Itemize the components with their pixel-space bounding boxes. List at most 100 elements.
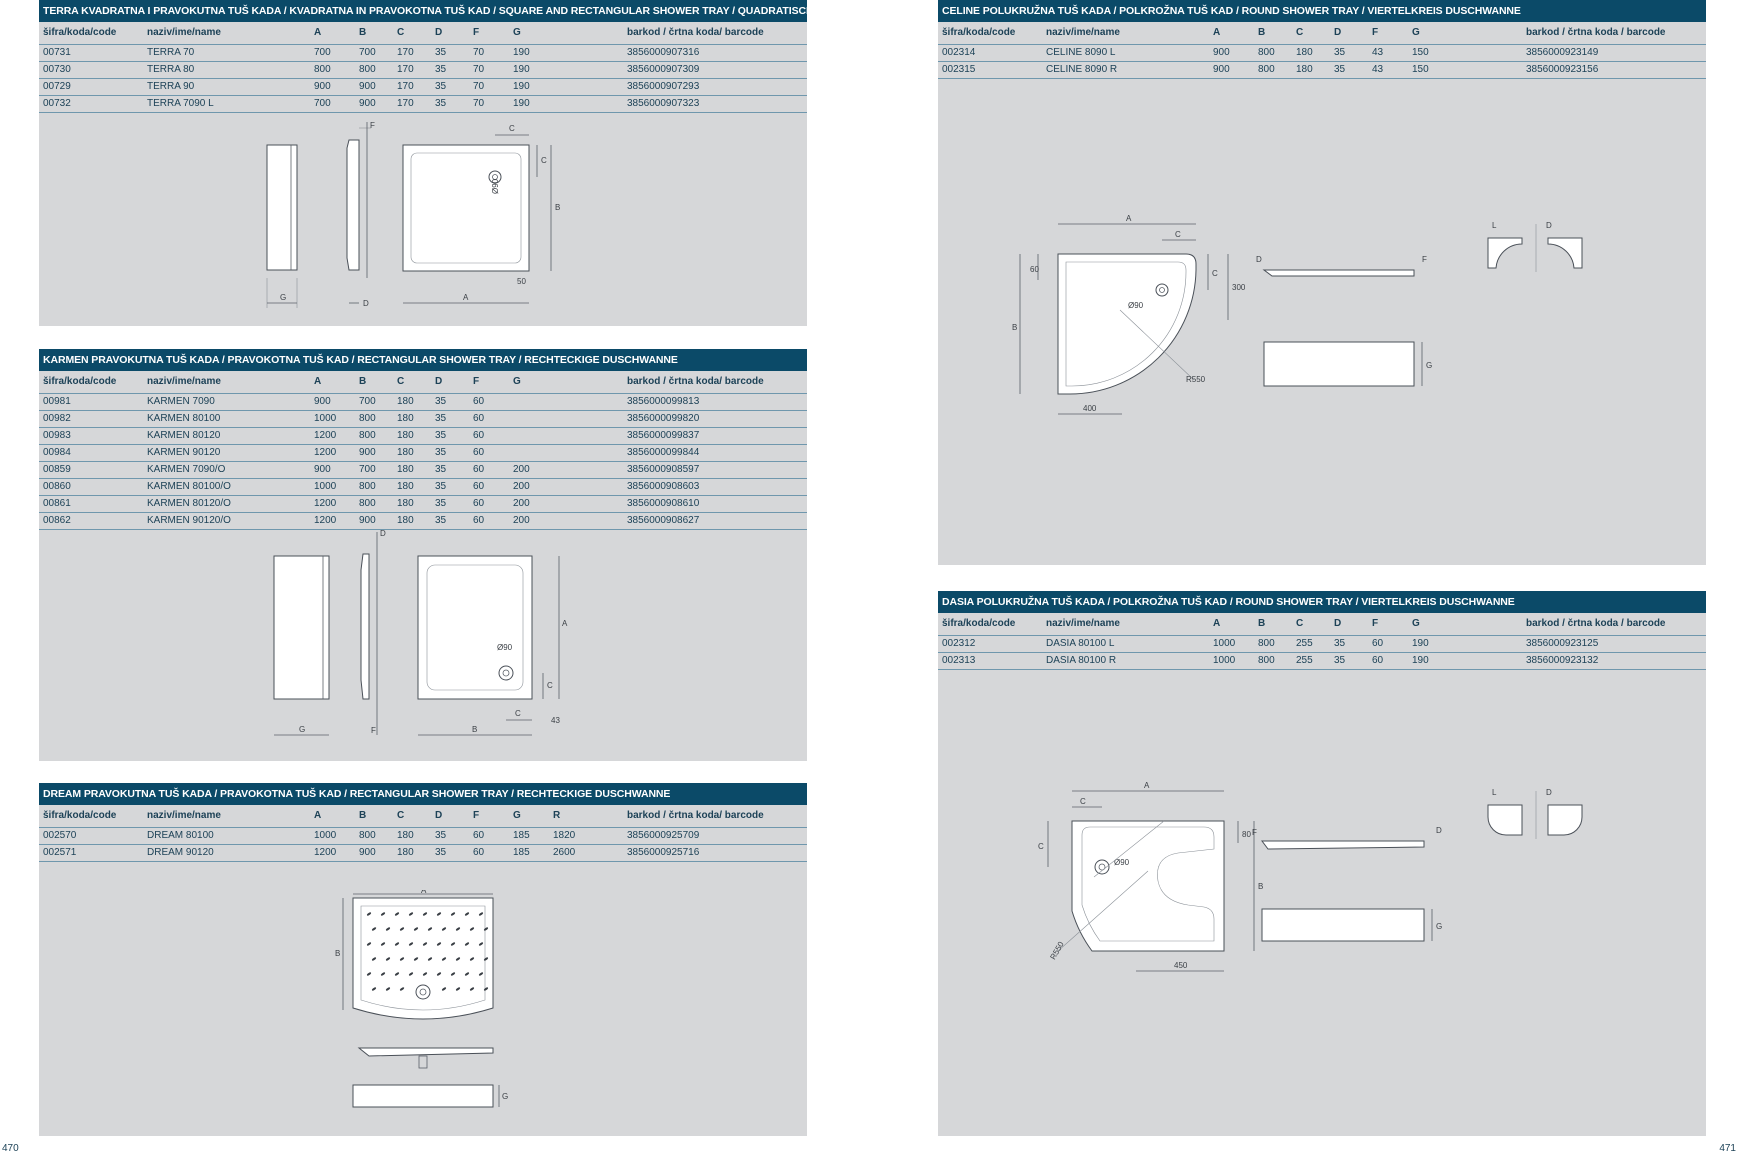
table-cell: 1200 — [314, 847, 337, 858]
karmen-section: KARMEN PRAVOKUTNA TUŠ KADA / PRAVOKOTNA … — [39, 349, 807, 761]
table-cell: 35 — [435, 447, 447, 458]
table-cell: 900 — [359, 447, 376, 458]
table-cell: 35 — [1334, 655, 1346, 666]
texture-dot — [469, 957, 475, 961]
table-cell: 180 — [1296, 47, 1313, 58]
karmen-drawing: G D F Ø90 C C A B 43 — [265, 530, 585, 746]
table-cell: 3856000907316 — [627, 47, 700, 58]
texture-dot — [394, 942, 400, 946]
table-cell: 3856000923149 — [1526, 47, 1599, 58]
table-cell: KARMEN 80120/O — [147, 498, 231, 509]
table-cell: 800 — [1258, 655, 1275, 666]
texture-dot — [366, 942, 372, 946]
tray-top-view — [402, 144, 530, 272]
drain-hole — [1094, 859, 1110, 875]
texture-dot — [427, 927, 433, 931]
dim-d: D — [1436, 826, 1442, 835]
column-header: A — [1213, 618, 1221, 629]
texture-dot — [450, 942, 456, 946]
texture-dot — [413, 927, 419, 931]
dim-a: A — [1126, 214, 1132, 223]
table-cell: 180 — [397, 413, 414, 424]
table-cell: 170 — [397, 47, 414, 58]
table-cell: 700 — [314, 47, 331, 58]
table-cell: 185 — [513, 847, 530, 858]
variant-l: L — [1492, 788, 1497, 797]
texture-dot — [469, 987, 475, 991]
column-header: šifra/koda/code — [43, 376, 117, 387]
table-cell: 180 — [397, 447, 414, 458]
table-cell: 35 — [435, 81, 447, 92]
table-cell: 800 — [359, 430, 376, 441]
table-cell: DASIA 80100 R — [1046, 655, 1117, 666]
table-cell: KARMEN 7090 — [147, 396, 215, 407]
texture-dot — [464, 912, 470, 916]
table-cell: 180 — [397, 847, 414, 858]
table-cell: 180 — [397, 430, 414, 441]
table-cell: 2600 — [553, 847, 576, 858]
texture-dot — [450, 972, 456, 976]
texture-dot — [413, 957, 419, 961]
table-cell: 00862 — [43, 515, 71, 526]
table-cell: 3856000923156 — [1526, 64, 1599, 75]
column-header: C — [397, 27, 405, 38]
column-header: šifra/koda/code — [43, 27, 117, 38]
column-header: G — [513, 810, 521, 821]
table-cell: 3856000908597 — [627, 464, 700, 475]
table-cell: 700 — [359, 396, 376, 407]
table-cell: 3856000099837 — [627, 430, 700, 441]
tray-front-view — [1263, 341, 1415, 387]
table-cell: 002314 — [942, 47, 976, 58]
table-cell: 200 — [513, 464, 530, 475]
column-header: naziv/ime/name — [1046, 618, 1120, 629]
table-cell: 800 — [359, 413, 376, 424]
table-cell: 00730 — [43, 64, 71, 75]
column-header: C — [1296, 618, 1304, 629]
dim-hole: Ø90 — [491, 178, 500, 194]
dim-g: G — [299, 725, 305, 734]
dim-hole: Ø90 — [1114, 858, 1130, 867]
table-cell: 190 — [513, 47, 530, 58]
tray-side-view — [346, 139, 360, 271]
texture-dot — [483, 987, 489, 991]
texture-dot — [371, 927, 377, 931]
drain-hole — [1155, 283, 1169, 297]
terra-section: TERRA KVADRATNA I PRAVOKUTNA TUŠ KADA / … — [39, 0, 807, 326]
table-cell: 1200 — [314, 447, 337, 458]
dasia-section: DASIA POLUKRUŽNA TUŠ KADA / POLKROŽNA TU… — [938, 591, 1706, 1136]
dim-d: D — [380, 530, 386, 538]
table-cell: 255 — [1296, 655, 1313, 666]
texture-dot — [408, 942, 414, 946]
column-header: F — [1372, 27, 1379, 38]
table-cell: 180 — [1296, 64, 1313, 75]
texture-dot — [478, 942, 484, 946]
texture-dot — [371, 987, 377, 991]
table-cell: TERRA 90 — [147, 81, 195, 92]
texture-dot — [422, 912, 428, 916]
table-cell: 180 — [397, 498, 414, 509]
tray-side-view — [1261, 840, 1425, 850]
column-header: barkod / črtna koda/ barcode — [627, 376, 764, 387]
table-cell: 3856000099844 — [627, 447, 700, 458]
table-cell: 00732 — [43, 98, 71, 109]
table-cell: 35 — [1334, 64, 1346, 75]
table-cell: 00729 — [43, 81, 71, 92]
dim-d: D — [363, 299, 369, 308]
column-header: B — [1258, 618, 1266, 629]
table-cell: 900 — [359, 81, 376, 92]
column-header: B — [359, 27, 367, 38]
table-cell: DASIA 80100 L — [1046, 638, 1115, 649]
dim-a: A — [421, 890, 427, 895]
table-cell: 800 — [359, 481, 376, 492]
texture-dot — [385, 987, 391, 991]
texture-dot — [408, 972, 414, 976]
table-cell: 60 — [1372, 655, 1384, 666]
table-cell: 00983 — [43, 430, 71, 441]
table-cell: 3856000925709 — [627, 830, 700, 841]
column-header: A — [314, 376, 322, 387]
tray-top-view — [417, 555, 533, 700]
